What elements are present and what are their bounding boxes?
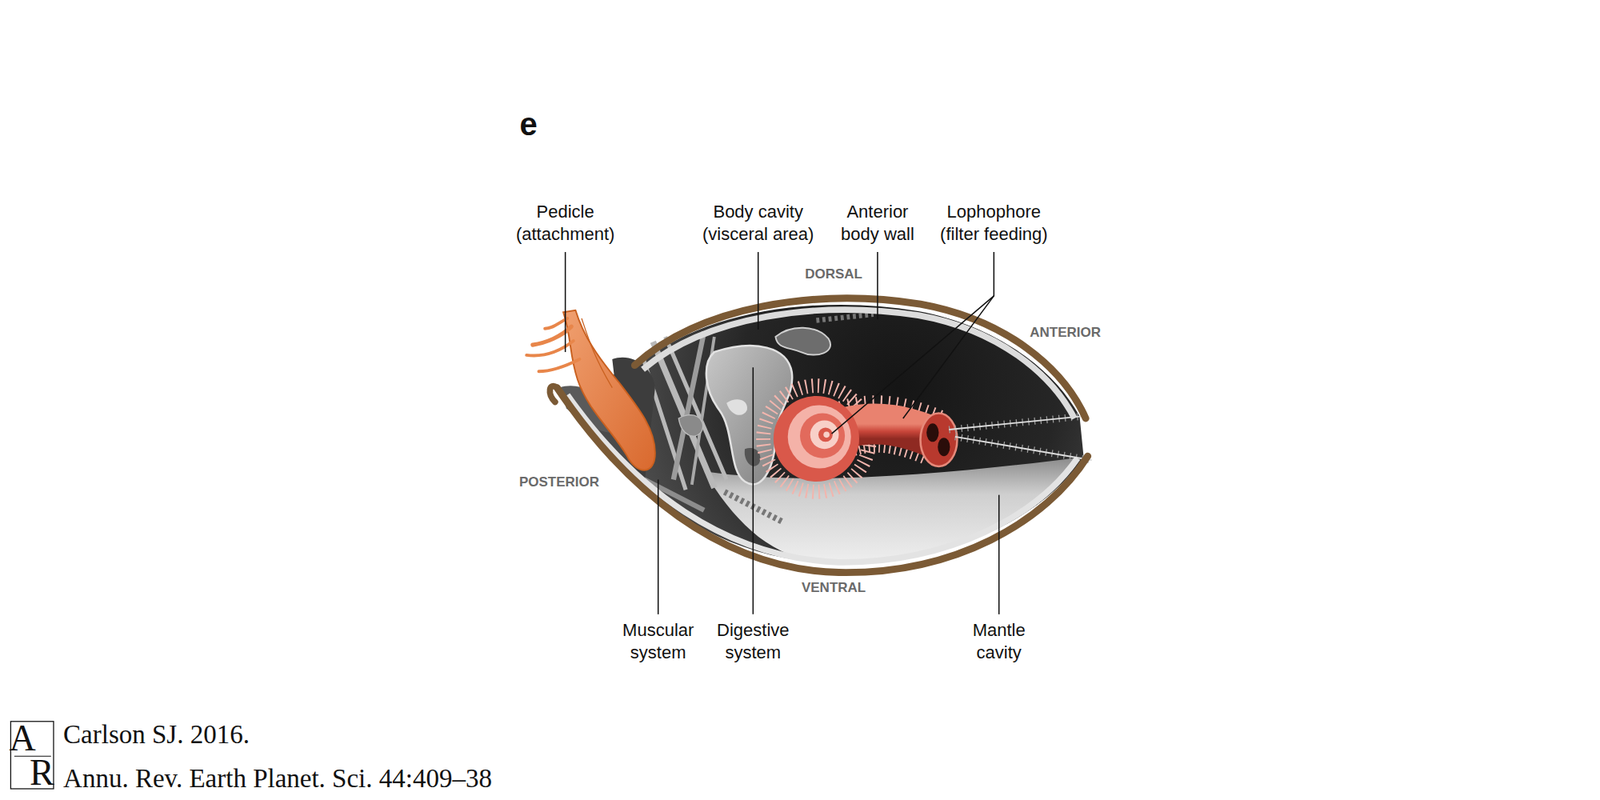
logo-letter: A — [8, 720, 36, 757]
citation-text: Carlson SJ. 2016. — [63, 720, 250, 750]
part-label: Pedicle (attachment) — [509, 200, 622, 246]
orientation-label: VENTRAL — [801, 580, 866, 596]
pedicle — [526, 310, 656, 471]
part-label: Body cavity (visceral area) — [690, 200, 827, 246]
orientation-label: ANTERIOR — [1029, 324, 1101, 341]
part-label: Anterior body wall — [831, 200, 924, 246]
setae — [948, 416, 1092, 460]
lophophore — [763, 385, 957, 492]
part-label: Digestive system — [708, 619, 798, 664]
shell-interior — [563, 304, 1084, 564]
logo-letter: R — [29, 754, 55, 792]
shell-valves — [549, 298, 1088, 573]
leader-lines — [565, 252, 1000, 615]
part-label: Mantle cavity — [960, 619, 1037, 664]
panel-letter: e — [520, 106, 538, 143]
visceral-organs — [678, 314, 874, 523]
part-label: Lophophore (filter feeding) — [928, 200, 1060, 246]
orientation-label: POSTERIOR — [519, 474, 600, 491]
orientation-label: DORSAL — [804, 266, 863, 283]
part-label: Muscular system — [613, 619, 704, 664]
citation-text: Annu. Rev. Earth Planet. Sci. 44:409–38 — [63, 764, 492, 794]
